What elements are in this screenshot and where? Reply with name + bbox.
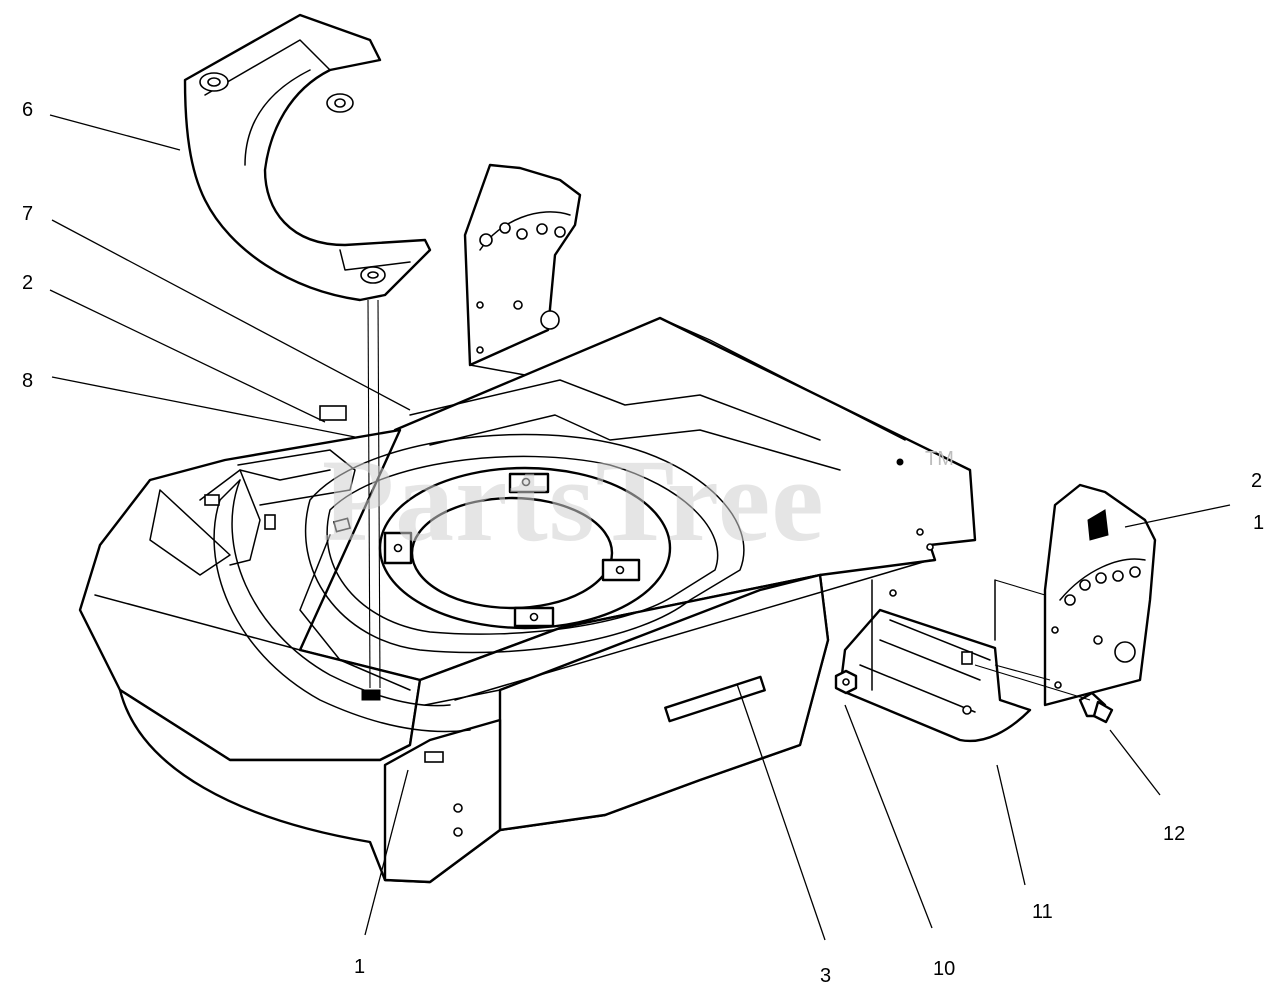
callout-12: 12	[1163, 823, 1185, 845]
height-adjust-bracket-right	[1043, 483, 1157, 707]
callout-3: 3	[820, 965, 831, 987]
explosion-guide-lines	[367, 299, 1091, 701]
rear-flap-part	[838, 579, 1032, 743]
height-adjust-bracket-upper	[463, 163, 582, 376]
callout-2: 2	[22, 272, 33, 294]
callout-6: 6	[22, 99, 33, 121]
callout-1: 1	[354, 956, 365, 978]
callout-labels: 6 7 2 8 2 1 12 11 10 3 1	[22, 99, 1264, 987]
blade-baffle-ring	[204, 449, 471, 733]
callout-10: 10	[933, 958, 955, 980]
watermark-brand: PartsTree	[322, 435, 825, 566]
leader-lines	[49, 114, 1231, 941]
nut-part	[834, 669, 858, 695]
watermark-trademark: TM	[925, 448, 954, 470]
callout-2-right: 2	[1251, 470, 1262, 492]
front-baffle-part	[183, 13, 432, 302]
callout-8: 8	[22, 370, 33, 392]
callout-11: 11	[1032, 901, 1053, 923]
deck-front-mount-holes	[319, 405, 934, 837]
callout-7: 7	[22, 203, 33, 225]
center-motor-mount-ring	[378, 466, 672, 630]
deck-decal-slot	[664, 675, 766, 723]
watermark: PartsTree TM	[322, 435, 954, 566]
bolt-part	[1078, 691, 1114, 724]
callout-1-right: 1	[1253, 512, 1264, 534]
